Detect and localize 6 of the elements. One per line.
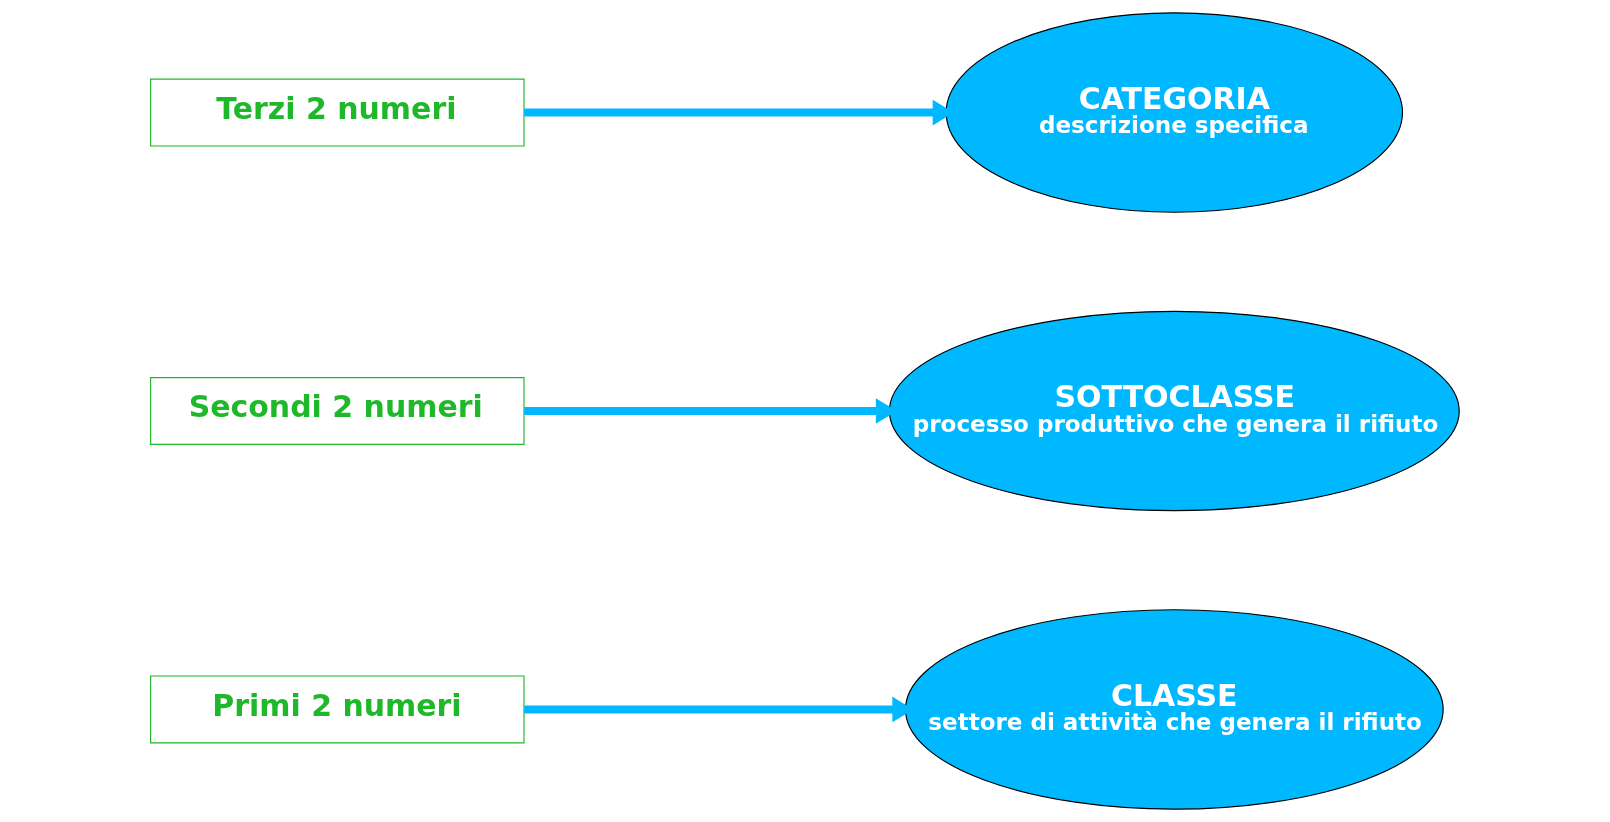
- node-box: Secondi 2 numeri: [150, 377, 525, 445]
- node-box: Terzi 2 numeri: [150, 78, 525, 147]
- node-ellipse: CATEGORIA descrizione specifica: [945, 12, 1404, 213]
- node-ellipse: CLASSE settore di attività che genera il rifiuto: [904, 609, 1444, 810]
- node-box: Primi 2 numeri: [150, 675, 525, 744]
- node-ellipse: SOTTOCLASSE processo produttivo che genera il rifiuto: [888, 310, 1460, 512]
